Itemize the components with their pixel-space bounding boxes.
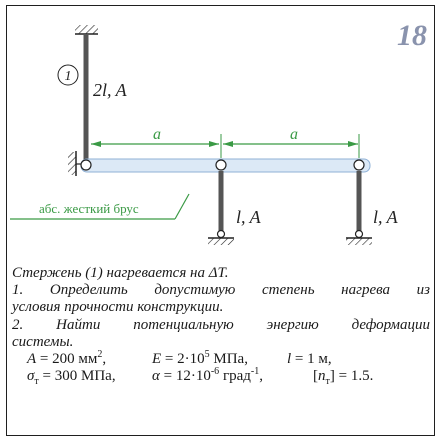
- card-number: 18: [397, 19, 427, 52]
- param-safety-factor: [nт] = 1.5.: [313, 368, 374, 388]
- param-area: A = 200 мм2,: [27, 349, 107, 368]
- param-length: l = 1 м,: [287, 351, 332, 368]
- problem-line-1: Стержень (1) нагревается на ΔT.: [12, 265, 229, 281]
- rod-3-label: l, A: [373, 207, 399, 227]
- problem-card: 18 1 2l, A: [6, 5, 435, 436]
- dimension-a-left: [91, 134, 222, 158]
- top-support: [75, 25, 98, 35]
- dimension-label-left: a: [153, 126, 161, 143]
- parameters-row-2: σт = 300 МПа, α = 12·10-6 град-1, [nт] = 1…: [12, 366, 430, 388]
- beam-label: абс. жесткий брус: [39, 201, 139, 216]
- dimension-a-right: [223, 134, 360, 158]
- param-yield-stress: σт = 300 МПа,: [27, 368, 116, 388]
- param-modulus: E = 2·105 МПа,: [152, 349, 248, 368]
- hinge-middle: [215, 159, 227, 171]
- parameters-row-1: A = 200 мм2, E = 2·105 МПа, l = 1 м,: [12, 349, 430, 368]
- task-2-line-2: системы.: [12, 333, 74, 350]
- rod-3-support: [346, 229, 372, 245]
- rod-1-number-marker: 1: [57, 64, 79, 86]
- dimension-label-right: a: [290, 126, 298, 143]
- param-thermal-coefficient: α = 12·10-6 град-1,: [152, 366, 263, 385]
- task-1-line-2: условия прочности конструкции.: [12, 299, 224, 316]
- rod-2-support: [208, 229, 234, 245]
- task-2-line-1: 2. Найти потенциальную энергию деформаци…: [12, 316, 430, 333]
- beam-callout: [10, 193, 190, 220]
- hinge-right: [353, 159, 365, 171]
- problem-text: Стержень (1) нагревается на ΔT. 1. Опред…: [12, 265, 430, 388]
- hinge-left: [80, 159, 92, 171]
- structure-diagram: 18 1 2l, A: [10, 19, 427, 245]
- rod-1-label: 2l, A: [93, 80, 128, 100]
- rod-1-number: 1: [65, 69, 72, 84]
- task-1-line-1: 1. Определить допустимую степень нагрева…: [12, 282, 430, 299]
- rod-2-label: l, A: [236, 207, 262, 227]
